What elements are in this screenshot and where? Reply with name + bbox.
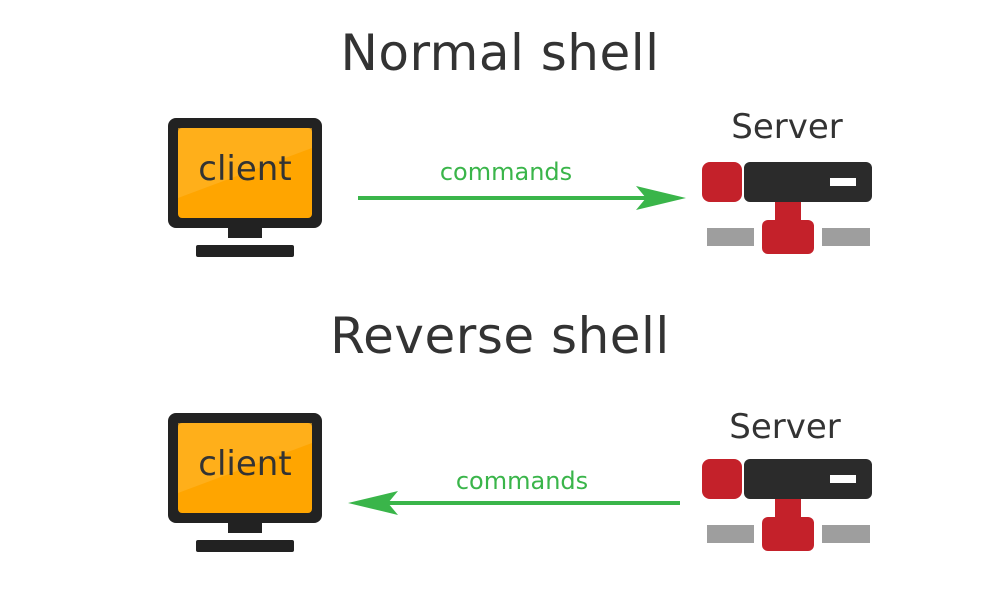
normal-shell-section: Normal shell client commands Server (168, 24, 872, 263)
monitor-icon (168, 118, 322, 257)
normal-server-label: Server (731, 107, 843, 147)
normal-client-label: client (198, 149, 292, 189)
normal-shell-title: Normal shell (340, 24, 660, 82)
reverse-arrow-label: commands (455, 467, 589, 495)
reverse-client-label: client (198, 444, 292, 484)
normal-server-icon (702, 162, 872, 254)
reverse-shell-title: Reverse shell (330, 307, 670, 365)
reverse-server-label: Server (729, 407, 841, 447)
reverse-server-icon (702, 459, 872, 551)
reverse-client: client (168, 413, 322, 558)
reverse-arrow-icon (348, 491, 680, 515)
reverse-shell-section: Reverse shell client commands Server (0, 300, 1000, 600)
monitor-icon (168, 413, 322, 552)
normal-arrow-label: commands (439, 158, 573, 186)
normal-arrow-icon (358, 186, 686, 210)
normal-client: client (168, 118, 322, 263)
